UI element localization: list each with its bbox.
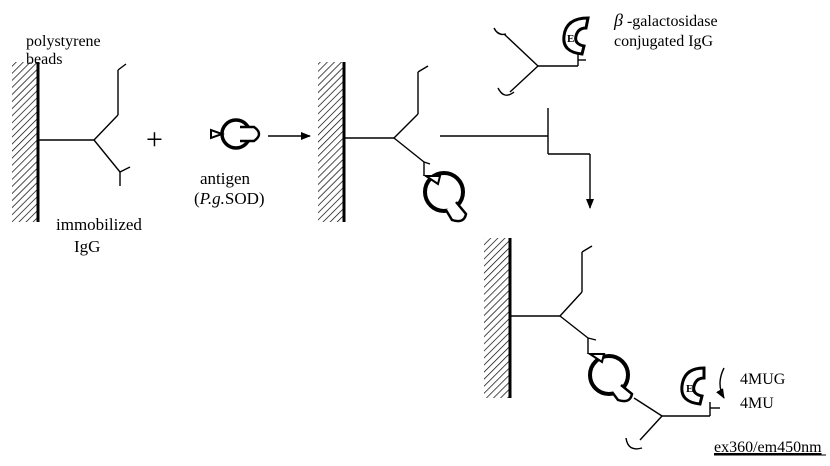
detection-wavelength-label: ex360/em450nm: [714, 439, 822, 456]
captured-igg-stage2: [344, 65, 431, 176]
plus-sign: +: [146, 123, 163, 156]
bead-stage1: [12, 62, 40, 222]
enzyme-beta-gal-bottom: E: [680, 366, 706, 406]
enzyme-beta-gal-top: E: [562, 16, 590, 56]
product-label: 4MU: [740, 395, 774, 412]
antigen-name-label: (P.g.SOD): [194, 189, 265, 208]
beta-symbol: β: [613, 10, 623, 30]
antigen-paren: (: [194, 189, 200, 208]
immobilized-label: immobilized: [56, 215, 142, 234]
bound-antigen-stage3: [586, 353, 634, 403]
reaction-arrow: [716, 367, 725, 399]
captured-igg-stage3: [510, 245, 597, 354]
conjugated-igg-label: conjugated IgG: [614, 33, 714, 50]
polystyrene-label: polystyrene: [26, 33, 101, 50]
immobilized-igg-stage1: [38, 63, 131, 186]
enzyme-letter-top: E: [567, 33, 574, 45]
galactosidase-text: -galactosidase: [623, 13, 718, 30]
bead-stage2: [318, 62, 346, 222]
bound-antigen-stage2: [422, 171, 468, 223]
antigen-molecule: [210, 118, 261, 150]
antigen-sod: SOD): [225, 189, 265, 208]
substrate-label: 4MUG: [740, 371, 786, 388]
antigen-label: antigen: [200, 169, 251, 188]
antigen-species: P.g.: [199, 189, 225, 208]
bead-stage3: [484, 238, 512, 398]
beta-galactosidase-label: β -galactosidase: [613, 10, 718, 30]
beads-label: beads: [26, 51, 62, 68]
enzyme-letter-bottom: E: [686, 383, 693, 395]
flow-connector: [440, 108, 594, 209]
conjugated-igg: [493, 27, 586, 96]
igg-label: IgG: [74, 237, 100, 256]
detection-igg-stage3: [625, 397, 720, 450]
